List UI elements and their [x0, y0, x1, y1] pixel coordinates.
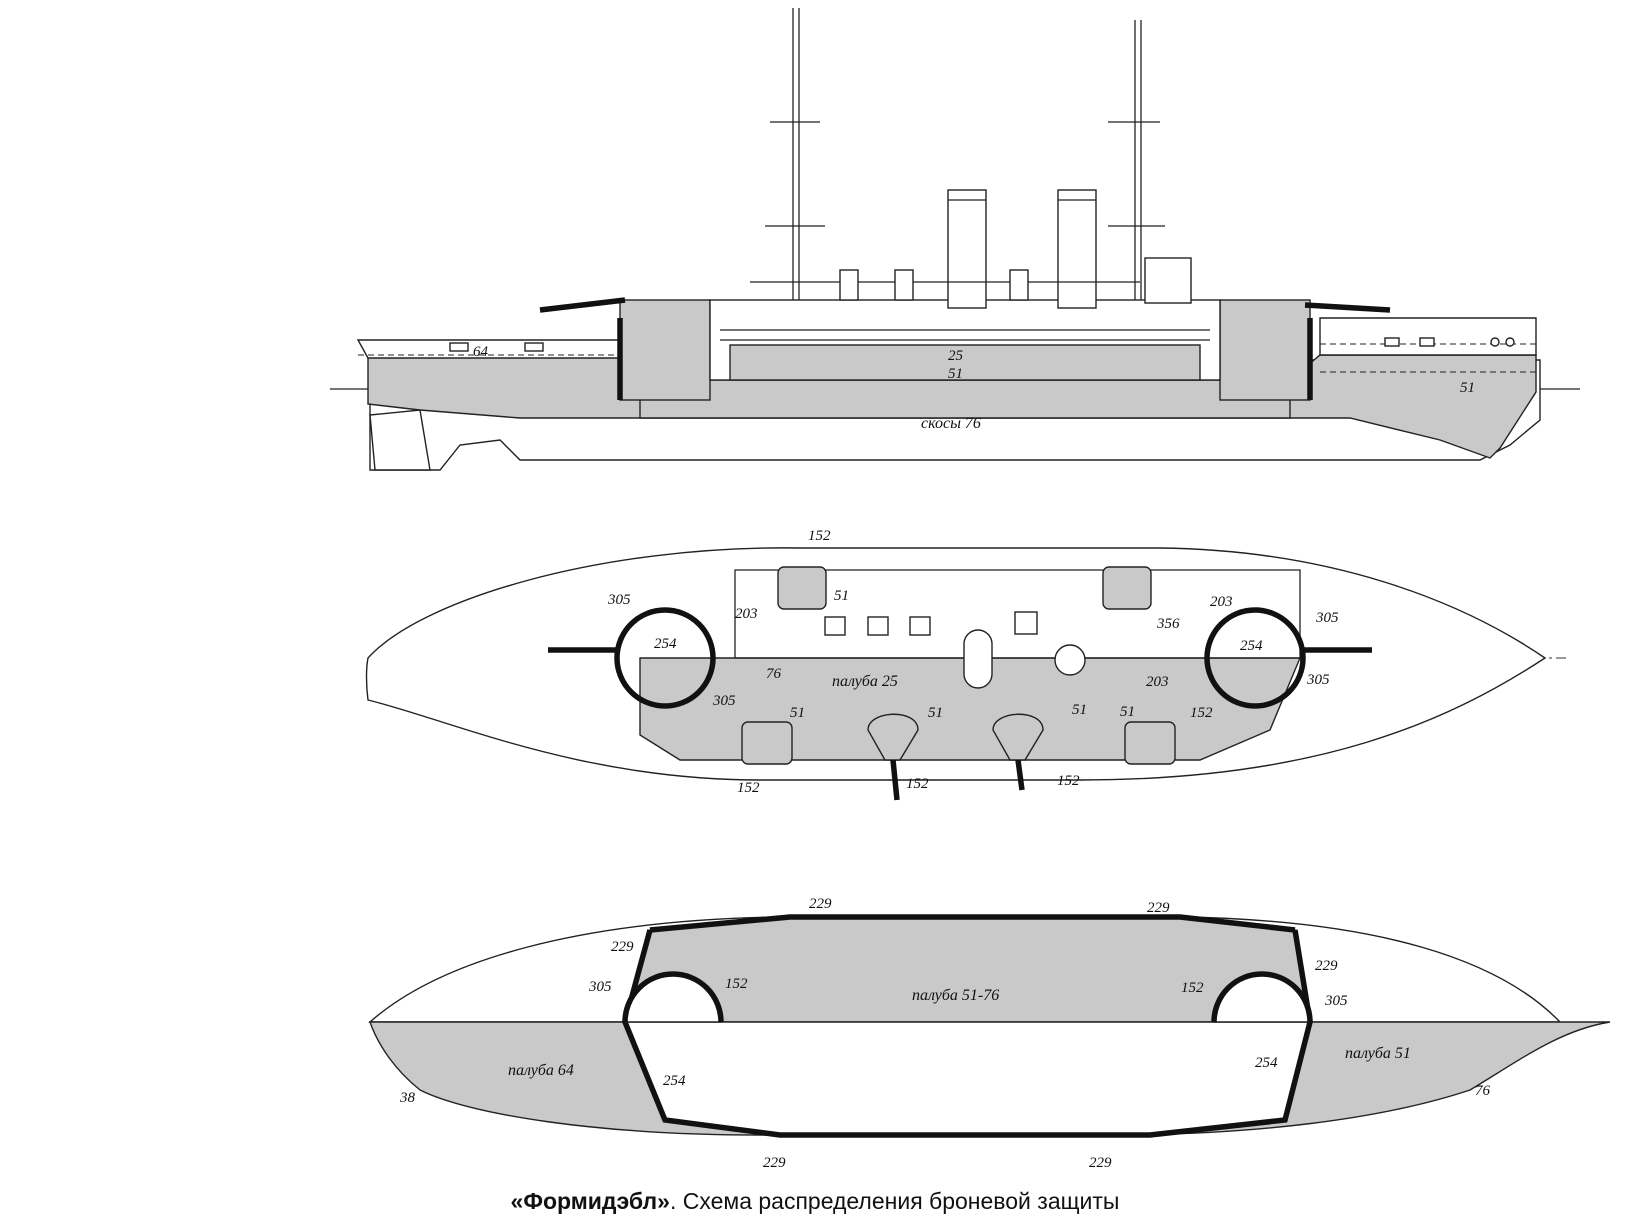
- side-label-51-center: 51: [948, 366, 963, 382]
- lower-label-76: 76: [1475, 1083, 1491, 1099]
- lower-label-deck-64: палуба 64: [508, 1062, 574, 1079]
- deck-label-152-a: 152: [808, 528, 831, 544]
- lower-label-229-f: 229: [1089, 1155, 1112, 1171]
- lower-label-305-b: 305: [1324, 993, 1348, 1009]
- lower-label-229-b: 229: [1147, 900, 1170, 916]
- deck-label-203-b: 203: [1146, 674, 1169, 690]
- deck-label-51-b: 51: [790, 705, 805, 721]
- lower-label-229-e: 229: [763, 1155, 786, 1171]
- lower-label-229-a: 229: [809, 896, 832, 912]
- lower-label-152-b: 152: [1181, 980, 1204, 996]
- lower-plan: 229 229 229 305 152 палуба 51-76 152 229…: [368, 896, 1611, 1171]
- lower-label-229-c: 229: [611, 939, 634, 955]
- deck-label-152-d: 152: [1057, 773, 1080, 789]
- deck-label-51-c: 51: [928, 705, 943, 721]
- deck-label-203-c: 203: [1210, 594, 1233, 610]
- lower-label-deck-51-76: палуба 51-76: [912, 987, 999, 1004]
- deck-label-305-a: 305: [607, 592, 631, 608]
- deck-label-203-a: 203: [735, 606, 758, 622]
- deck-label-356: 356: [1156, 616, 1180, 632]
- deck-label-152-b: 152: [737, 780, 760, 796]
- deck-label-254-b: 254: [1240, 638, 1263, 654]
- side-label-25: 25: [948, 348, 964, 364]
- lower-label-deck-51: палуба 51: [1345, 1045, 1411, 1062]
- deck-label-76: 76: [766, 666, 782, 682]
- lower-label-152-a: 152: [725, 976, 748, 992]
- deck-label-152-e: 152: [1190, 705, 1213, 721]
- caption-description: . Схема распределения броневой защиты: [669, 1188, 1120, 1214]
- lower-label-38: 38: [399, 1090, 416, 1106]
- caption-ship-name: «Формидэбл»: [510, 1188, 670, 1214]
- lower-label-229-d: 229: [1315, 958, 1338, 974]
- deck-label-305-d: 305: [1306, 672, 1330, 688]
- deck-label-305-c: 305: [1315, 610, 1339, 626]
- deck-plan: 152 51 305 203 254 76 палуба 25 305 51 1…: [365, 528, 1566, 801]
- side-label-64: 64: [473, 344, 489, 360]
- side-view: 64 25 51 скосы 76 51: [330, 8, 1580, 471]
- deck-label-152-c: 152: [906, 776, 929, 792]
- lower-label-254-a: 254: [663, 1073, 686, 1089]
- deck-label-51-e: 51: [1120, 704, 1135, 720]
- deck-label-51-d: 51: [1072, 702, 1087, 718]
- side-label-51-bow: 51: [1460, 380, 1475, 396]
- deck-label-51-a: 51: [834, 588, 849, 604]
- figure-caption: «Формидэбл». Схема распределения бронево…: [0, 1188, 1630, 1215]
- side-label-slopes: скосы 76: [921, 415, 981, 432]
- deck-label-305-b: 305: [712, 693, 736, 709]
- deck-label-254-a: 254: [654, 636, 677, 652]
- lower-label-305-a: 305: [588, 979, 612, 995]
- lower-label-254-b: 254: [1255, 1055, 1278, 1071]
- deck-label-deck-25: палуба 25: [832, 673, 898, 690]
